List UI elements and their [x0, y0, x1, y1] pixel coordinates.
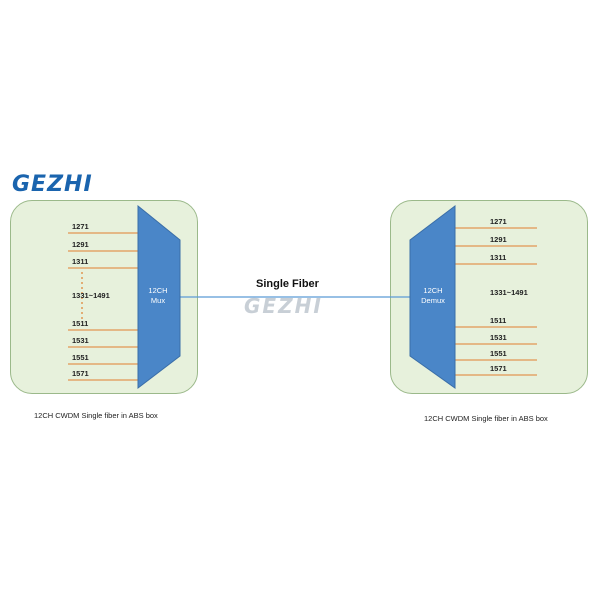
gezhi-watermark: GEZHI	[244, 294, 323, 318]
left-channel-label: 1291	[72, 240, 89, 249]
right-channel-label: 1551	[490, 349, 507, 358]
demux-label-line1: 12CH	[423, 286, 443, 295]
left-channel-label: 1531	[72, 336, 89, 345]
demux-label-line2: Demux	[421, 296, 445, 305]
mux-label-line1: 12CH	[148, 286, 168, 295]
left-caption: 12CH CWDM Single fiber in ABS box	[34, 411, 158, 420]
single-fiber-label: Single Fiber	[256, 278, 319, 290]
mux-label: 12CH Mux	[138, 286, 178, 306]
right-channel-label: 1531	[490, 333, 507, 342]
left-channel-label: 1551	[72, 353, 89, 362]
right-channel-label: 1291	[490, 235, 507, 244]
left-channel-label: 1311	[72, 257, 89, 266]
left-channel-label: 1511	[72, 319, 89, 328]
right-range-label: 1331~1491	[490, 288, 528, 297]
right-caption: 12CH CWDM Single fiber in ABS box	[424, 414, 548, 423]
left-range-label: 1331~1491	[72, 291, 110, 300]
mux-device-shape	[137, 204, 181, 390]
demux-label: 12CH Demux	[413, 286, 453, 306]
gezhi-logo: GEZHI	[12, 172, 93, 197]
left-channel-label: 1571	[72, 369, 89, 378]
left-channel-label: 1271	[72, 222, 89, 231]
mux-label-line2: Mux	[150, 296, 166, 305]
right-channel-label: 1271	[490, 217, 507, 226]
right-channel-label: 1511	[490, 316, 507, 325]
right-channel-label: 1571	[490, 364, 507, 373]
right-channel-label: 1311	[490, 253, 507, 262]
demux-device-shape	[409, 204, 456, 389]
